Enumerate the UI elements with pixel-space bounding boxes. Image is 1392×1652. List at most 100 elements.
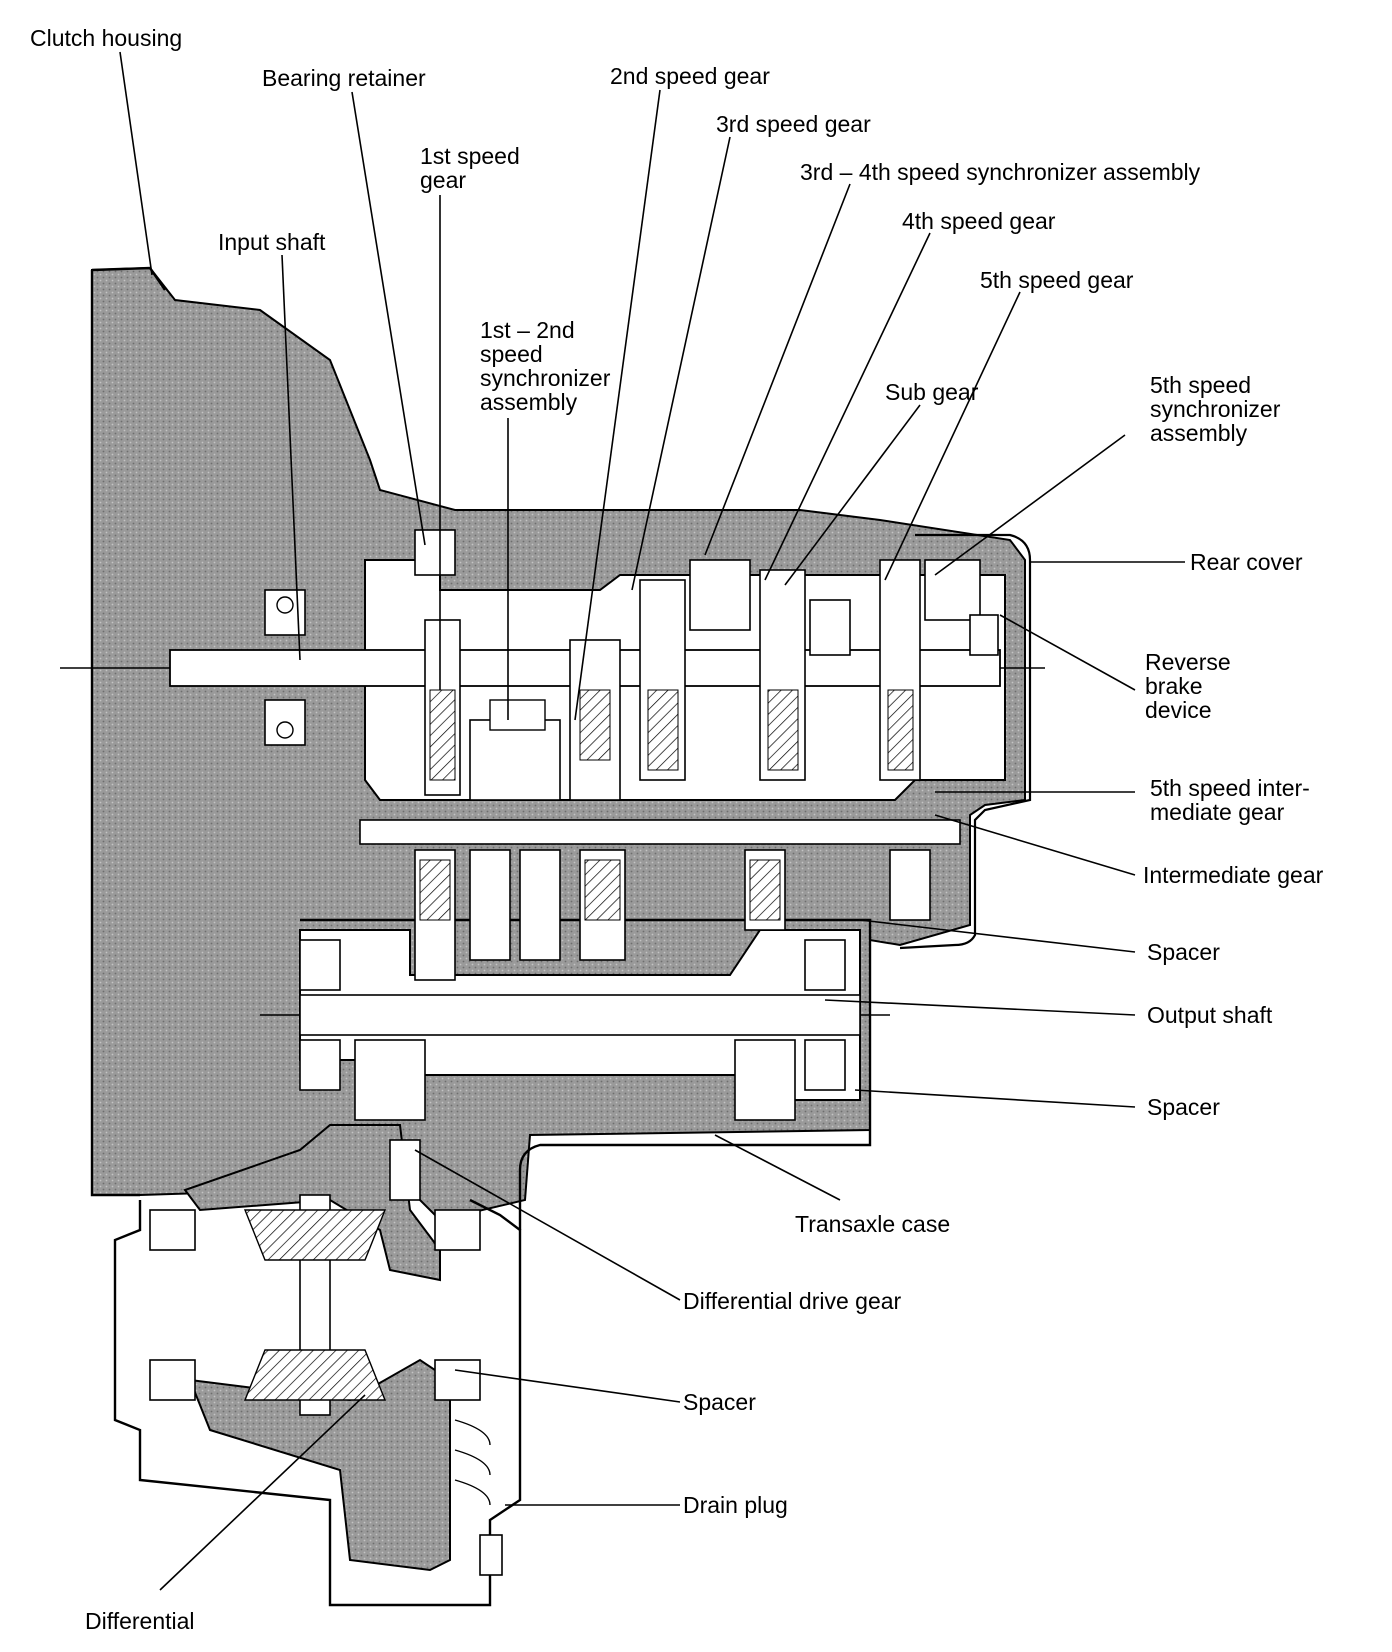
intermediate-shaft-body (359, 819, 961, 845)
label-first-second-sync-line1: 1st – 2nd (480, 317, 575, 343)
first-speed-gear-teeth (429, 689, 456, 781)
label-output-shaft: Output shaft (1147, 1002, 1273, 1028)
label-fifth-speed-gear: 5th speed gear (980, 267, 1134, 293)
third-fourth-synchronizer (689, 559, 751, 631)
leader-differential-drive-gear (414, 1149, 681, 1301)
leader-output-shaft (824, 999, 1136, 1016)
label-bearing-retainer: Bearing retainer (262, 65, 426, 91)
differential-drive-gear-block (389, 1139, 421, 1201)
label-fifth-intermediate-line2: mediate gear (1150, 799, 1285, 825)
label-fifth-intermediate-line1: 5th speed inter- (1150, 775, 1310, 801)
leader-second-speed-gear (574, 89, 661, 721)
label-differential-drive-gear: Differential drive gear (683, 1288, 902, 1314)
label-intermediate-gear: Intermediate gear (1143, 862, 1324, 888)
leader-third-fourth-sync (704, 183, 851, 556)
label-reverse-brake-line1: Reverse (1145, 649, 1231, 675)
label-rear-cover: Rear cover (1190, 549, 1303, 575)
label-fifth-sync-line3: assembly (1150, 420, 1248, 446)
first-second-synchronizer (469, 719, 561, 801)
leader-lines (119, 51, 1185, 1591)
output-bearing-left-lower (299, 1039, 341, 1091)
label-drain-plug: Drain plug (683, 1492, 788, 1518)
label-differential: Differential (85, 1608, 195, 1634)
leader-sub-gear (784, 404, 921, 586)
rear-cover-shape (899, 533, 1032, 950)
leader-third-speed-gear (631, 136, 731, 591)
leader-fourth-speed-gear (764, 232, 931, 581)
leader-reverse-brake (999, 614, 1136, 691)
fifth-speed-teeth (887, 689, 914, 771)
reverse-brake-device (969, 614, 999, 656)
transaxle-case-outline (300, 918, 872, 1230)
label-clutch-housing: Clutch housing (30, 25, 182, 51)
label-spacer-3: Spacer (683, 1389, 756, 1415)
differential-assembly-drawing (113, 1124, 522, 1607)
output-drive-gear (354, 1039, 426, 1121)
label-first-second-sync-line3: synchronizer (480, 365, 611, 391)
leader-fifth-speed-gear (884, 291, 1021, 581)
differential-case-outline (113, 1198, 522, 1607)
label-transaxle-case: Transaxle case (795, 1211, 950, 1237)
side-gear-upper (243, 1209, 387, 1261)
label-first-second-sync-line2: speed (480, 341, 543, 367)
differential-bearing-left-lower (149, 1359, 196, 1401)
leader-fifth-sync (934, 434, 1126, 576)
label-reverse-brake-line3: device (1145, 697, 1211, 723)
label-sub-gear: Sub gear (885, 379, 979, 405)
output-bearing-right-lower (804, 1039, 846, 1091)
housing-flange-outline (90, 266, 166, 1197)
differential-bearing-left-upper (149, 1209, 196, 1251)
intermediate-gear-6 (889, 849, 931, 921)
label-first-second-sync-line4: assembly (480, 389, 578, 415)
intermediate-teeth-2 (584, 859, 621, 921)
fourth-speed-teeth (767, 689, 799, 771)
input-bearing-ball-top (276, 596, 294, 614)
output-gear-right (734, 1039, 796, 1121)
bearing-retainer-block (414, 529, 456, 576)
third-speed-teeth (647, 689, 679, 771)
label-spacer-1: Spacer (1147, 939, 1220, 965)
differential-lower-stipple (188, 1358, 451, 1572)
callout-labels: Clutch housing Bearing retainer 2nd spee… (30, 25, 1324, 1634)
side-gear-lower (243, 1349, 387, 1401)
leader-spacer-2 (854, 1089, 1136, 1108)
label-third-speed-gear: 3rd speed gear (716, 111, 871, 137)
fifth-synchronizer (924, 559, 981, 621)
second-speed-teeth (579, 689, 611, 761)
label-first-speed-gear-line2: gear (420, 167, 466, 193)
label-input-shaft: Input shaft (218, 229, 326, 255)
output-shaft-body (299, 994, 861, 1036)
center-bearing (809, 599, 851, 656)
label-third-fourth-sync: 3rd – 4th speed synchronizer assembly (800, 159, 1201, 185)
intermediate-teeth-3 (749, 859, 781, 921)
leader-spacer-1 (859, 919, 1136, 953)
upper-gear-set (264, 529, 999, 801)
label-spacer-2: Spacer (1147, 1094, 1220, 1120)
leader-transaxle-case (714, 1134, 841, 1201)
drain-plug (479, 1534, 503, 1576)
leader-intermediate-gear (934, 814, 1136, 876)
case-ribs (454, 1419, 491, 1506)
intermediate-teeth-1 (419, 859, 451, 921)
leader-input-shaft (281, 254, 301, 661)
differential-bearing-right-lower (434, 1359, 481, 1401)
label-first-speed-gear-line1: 1st speed (420, 143, 520, 169)
intermediate-gear-3 (519, 849, 561, 961)
input-bearing-ball-bottom (276, 721, 294, 739)
label-fourth-speed-gear: 4th speed gear (902, 208, 1056, 234)
differential-bearing-right-upper (434, 1209, 481, 1251)
label-fifth-sync-line2: synchronizer (1150, 396, 1281, 422)
intermediate-gear-2 (469, 849, 511, 961)
label-reverse-brake-line2: brake (1145, 673, 1203, 699)
output-bearing-right (804, 939, 846, 991)
leader-clutch-housing (119, 51, 153, 276)
leader-spacer-3 (454, 1369, 681, 1403)
output-bearing-left (299, 939, 341, 991)
first-second-sync-hub (489, 699, 546, 731)
leader-differential (159, 1394, 366, 1591)
label-fifth-sync-line1: 5th speed (1150, 372, 1251, 398)
label-second-speed-gear: 2nd speed gear (610, 63, 770, 89)
lower-gear-set (299, 849, 931, 1121)
leader-bearing-retainer (351, 91, 426, 546)
